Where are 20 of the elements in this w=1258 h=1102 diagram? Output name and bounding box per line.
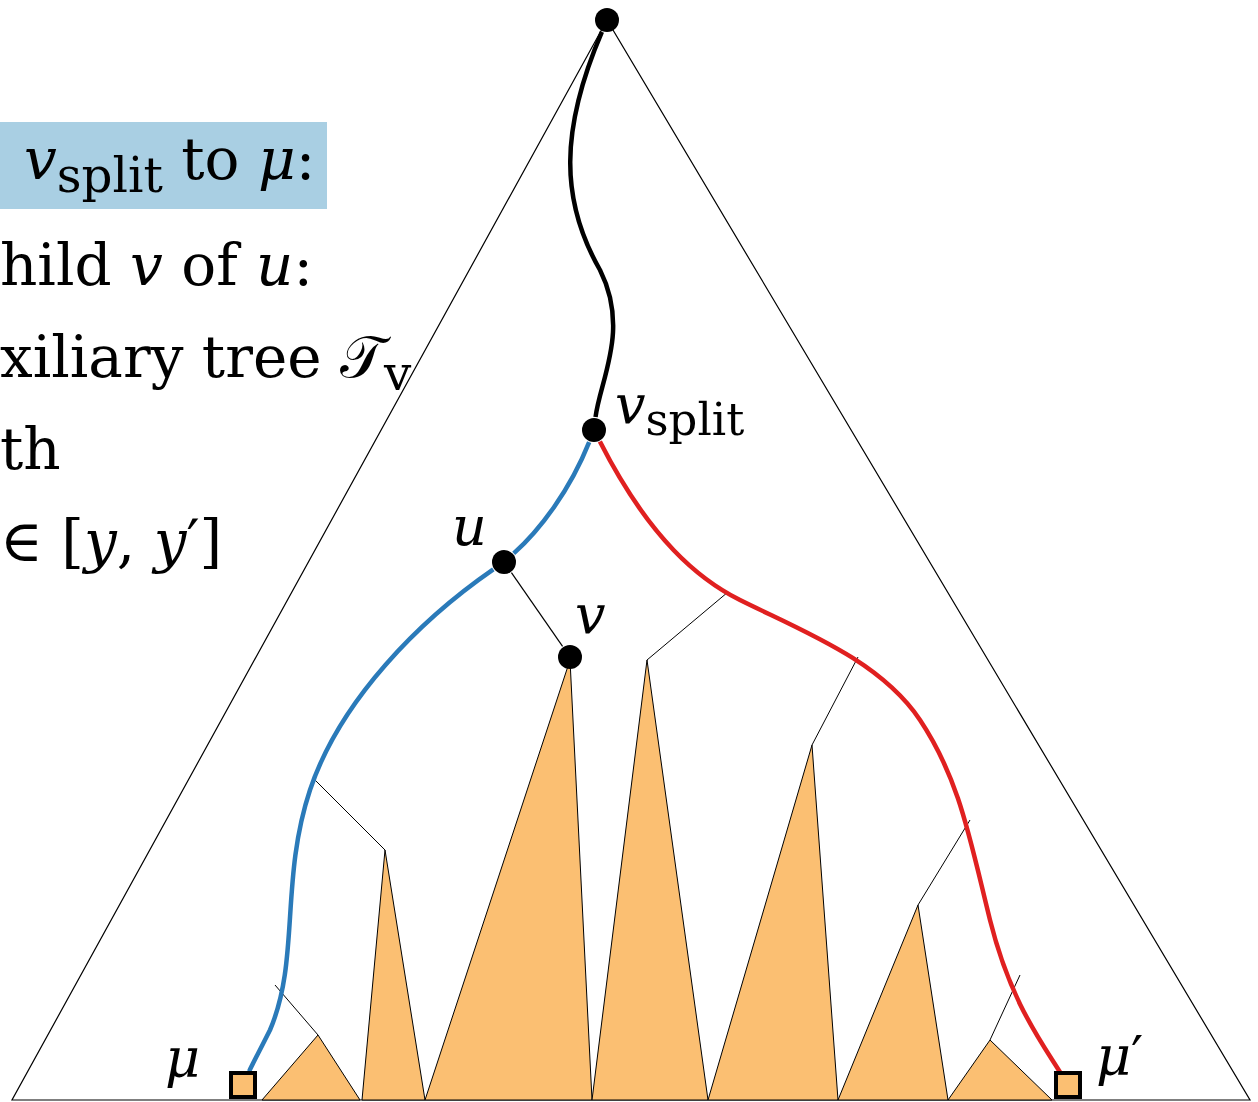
node-label: μ [165, 1032, 201, 1086]
node-dot [582, 418, 606, 442]
node-dot [595, 8, 619, 32]
highlighted-heading: v$_{split}$ to μ: [0, 122, 328, 209]
node-dot [558, 645, 582, 669]
node-label: v [575, 588, 606, 642]
leaf-square [1054, 1071, 1082, 1099]
text-line: th [0, 420, 61, 478]
node-label: μ′ [1096, 1030, 1144, 1084]
path-line [597, 440, 1062, 1074]
node-label: v$_{split}$ [615, 378, 745, 442]
path-line [247, 567, 495, 1073]
leaf-square [229, 1071, 257, 1099]
path-line [512, 441, 592, 555]
node-label: u [452, 500, 487, 554]
node-dot [492, 550, 516, 574]
text-line: hild v of u: [0, 236, 313, 294]
tree-edge [510, 572, 564, 647]
text-line: xiliary tree 𝒯$_{v}$ [0, 328, 412, 397]
path-line [568, 31, 616, 418]
